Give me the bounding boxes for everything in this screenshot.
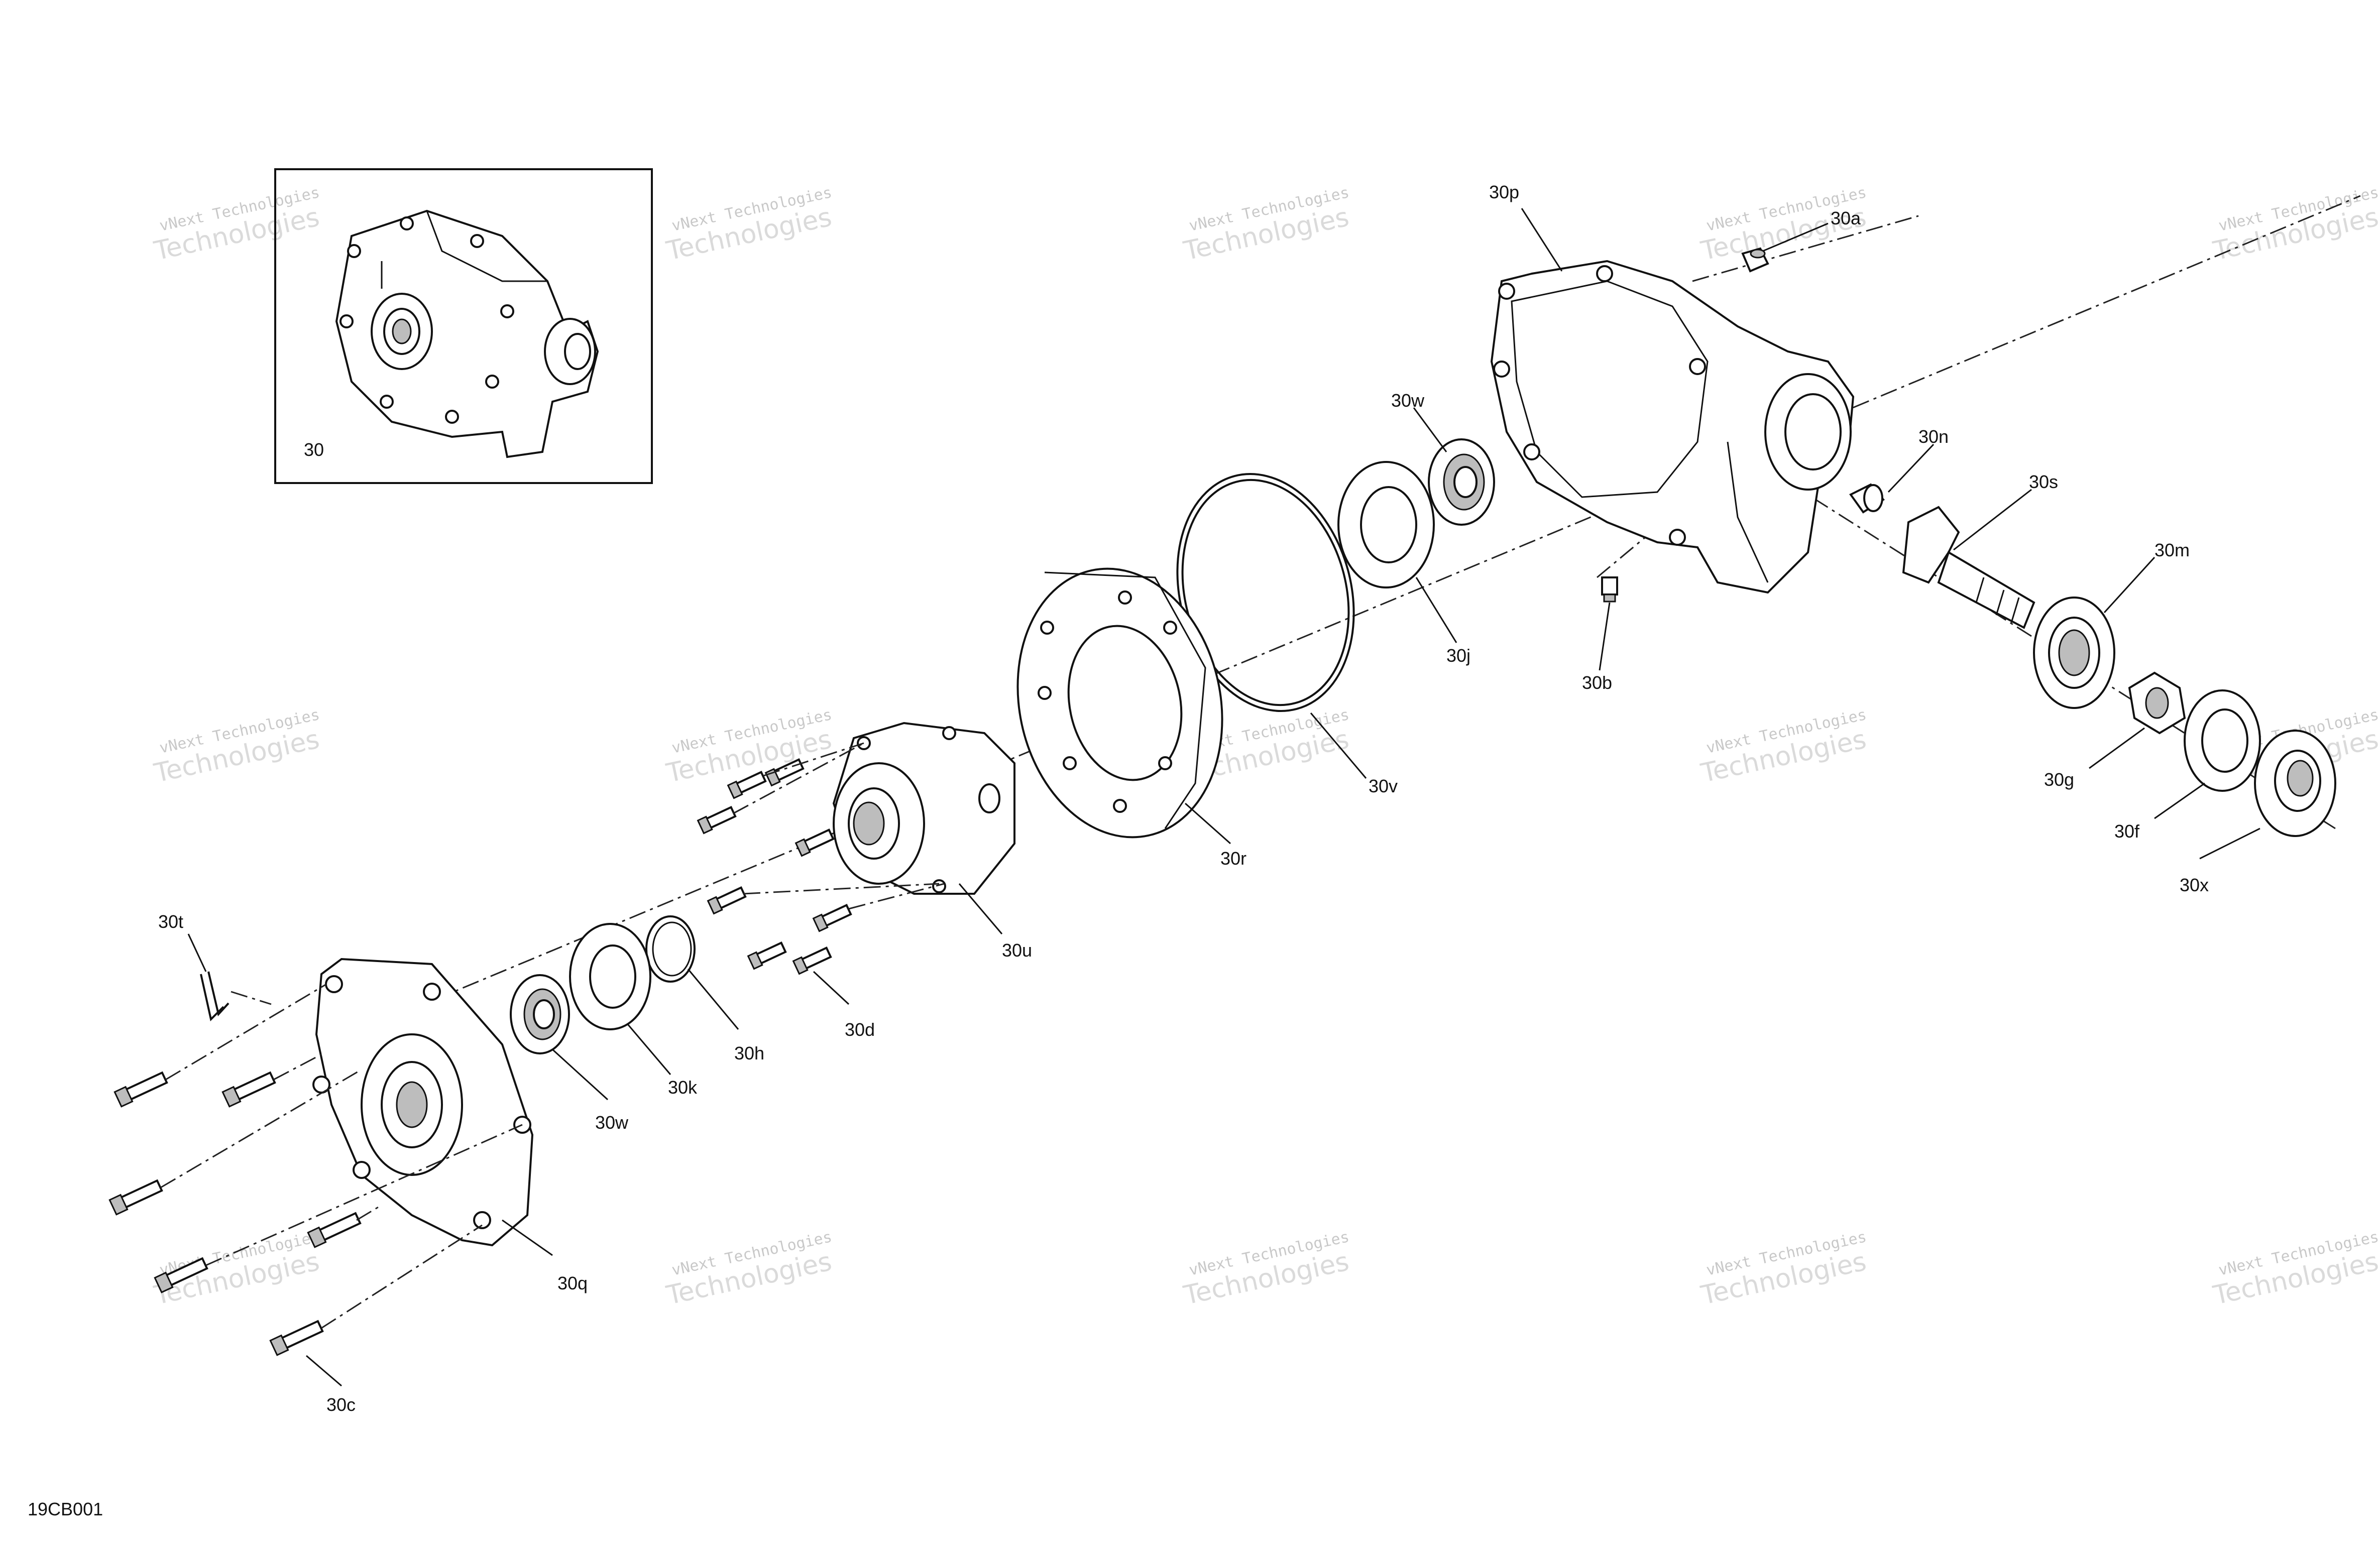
part-30x-seal[interactable] <box>2254 730 2336 837</box>
part-30f-lockwasher[interactable] <box>2184 689 2261 792</box>
callout-30w: 30w <box>1391 390 1425 411</box>
part-30u-differential[interactable] <box>832 722 1015 895</box>
callout-30r: 30r <box>1220 848 1246 869</box>
watermark: vNext Technologies Technologies <box>1698 706 1869 789</box>
part-30k-bearing[interactable] <box>569 923 651 1030</box>
watermark: vNext Technologies Technologies <box>151 706 322 789</box>
callout-30w: 30w <box>595 1112 629 1133</box>
callout-30u: 30u <box>1002 940 1032 961</box>
callout-30d: 30d <box>845 1019 875 1040</box>
part-30b-plug[interactable] <box>1601 576 1618 603</box>
watermark: vNext Technologies Technologies <box>1698 1228 1869 1311</box>
assembled-housing-drawing <box>335 209 599 458</box>
callout-30n: 30n <box>1918 426 1949 447</box>
watermark: vNext Technologies Technologies <box>663 706 834 789</box>
callout-30t: 30t <box>158 911 183 932</box>
callout-30x: 30x <box>2180 875 2209 895</box>
part-30h-snapring[interactable] <box>645 915 696 983</box>
callout-30m: 30m <box>2155 540 2190 560</box>
callout-30f: 30f <box>2114 821 2140 842</box>
watermark: vNext Technologies Technologies <box>663 1228 834 1311</box>
part-30a-breather[interactable] <box>1741 247 1769 273</box>
callout-30c: 30c <box>326 1394 356 1415</box>
watermark: vNext Technologies Technologies <box>1181 1228 1351 1311</box>
callout-30h: 30h <box>734 1043 764 1063</box>
watermark: vNext Technologies Technologies <box>663 184 834 267</box>
part-30j-bearing[interactable] <box>1337 461 1435 588</box>
part-30s-pinion[interactable] <box>1902 506 2035 629</box>
part-30d-bolts[interactable] <box>697 758 852 975</box>
callout-30b: 30b <box>1582 672 1612 693</box>
diagram-id: 19CB001 <box>28 1499 103 1519</box>
part-30p-housing[interactable] <box>1490 260 1855 594</box>
callout-30q: 30q <box>557 1273 588 1293</box>
part-30n-bearing[interactable] <box>1849 483 1885 514</box>
inset-assembled-unit[interactable]: 30 <box>274 168 653 484</box>
watermark: vNext Technologies Technologies <box>2210 184 2380 267</box>
callout-label: 30 <box>304 439 324 460</box>
watermark: vNext Technologies Technologies <box>2210 1228 2380 1311</box>
part-30w-seal-top[interactable] <box>1428 438 1495 526</box>
inset-frame <box>274 168 653 484</box>
callout-30a: 30a <box>1831 208 1861 228</box>
part-30m-bearing[interactable] <box>2033 597 2115 709</box>
part-30t-vent-tube[interactable] <box>200 971 230 1021</box>
watermark: vNext Technologies Technologies <box>1181 184 1351 267</box>
callout-30s: 30s <box>2029 471 2058 492</box>
part-30w-seal-bottom[interactable] <box>510 974 570 1054</box>
part-30q-cover[interactable] <box>312 958 534 1247</box>
callout-30g: 30g <box>2044 769 2074 790</box>
callout-labels: 30p 30a 30w 30n 30s 30m 30j 30b 30g 30f … <box>158 182 2209 1415</box>
watermark: vNext Technologies Technologies <box>151 184 322 267</box>
callout-30v: 30v <box>1369 776 1398 796</box>
part-30r-ring-gear[interactable] <box>993 549 1246 856</box>
leader-lines <box>187 208 2260 1387</box>
callout-30p: 30p <box>1489 182 1519 202</box>
callout-30k: 30k <box>668 1077 698 1098</box>
part-30g-nut[interactable] <box>2128 671 2186 735</box>
bolt-alignment-lines <box>160 742 945 1329</box>
callout-30j: 30j <box>1446 645 1470 666</box>
part-30c-bolts[interactable] <box>108 1071 362 1356</box>
